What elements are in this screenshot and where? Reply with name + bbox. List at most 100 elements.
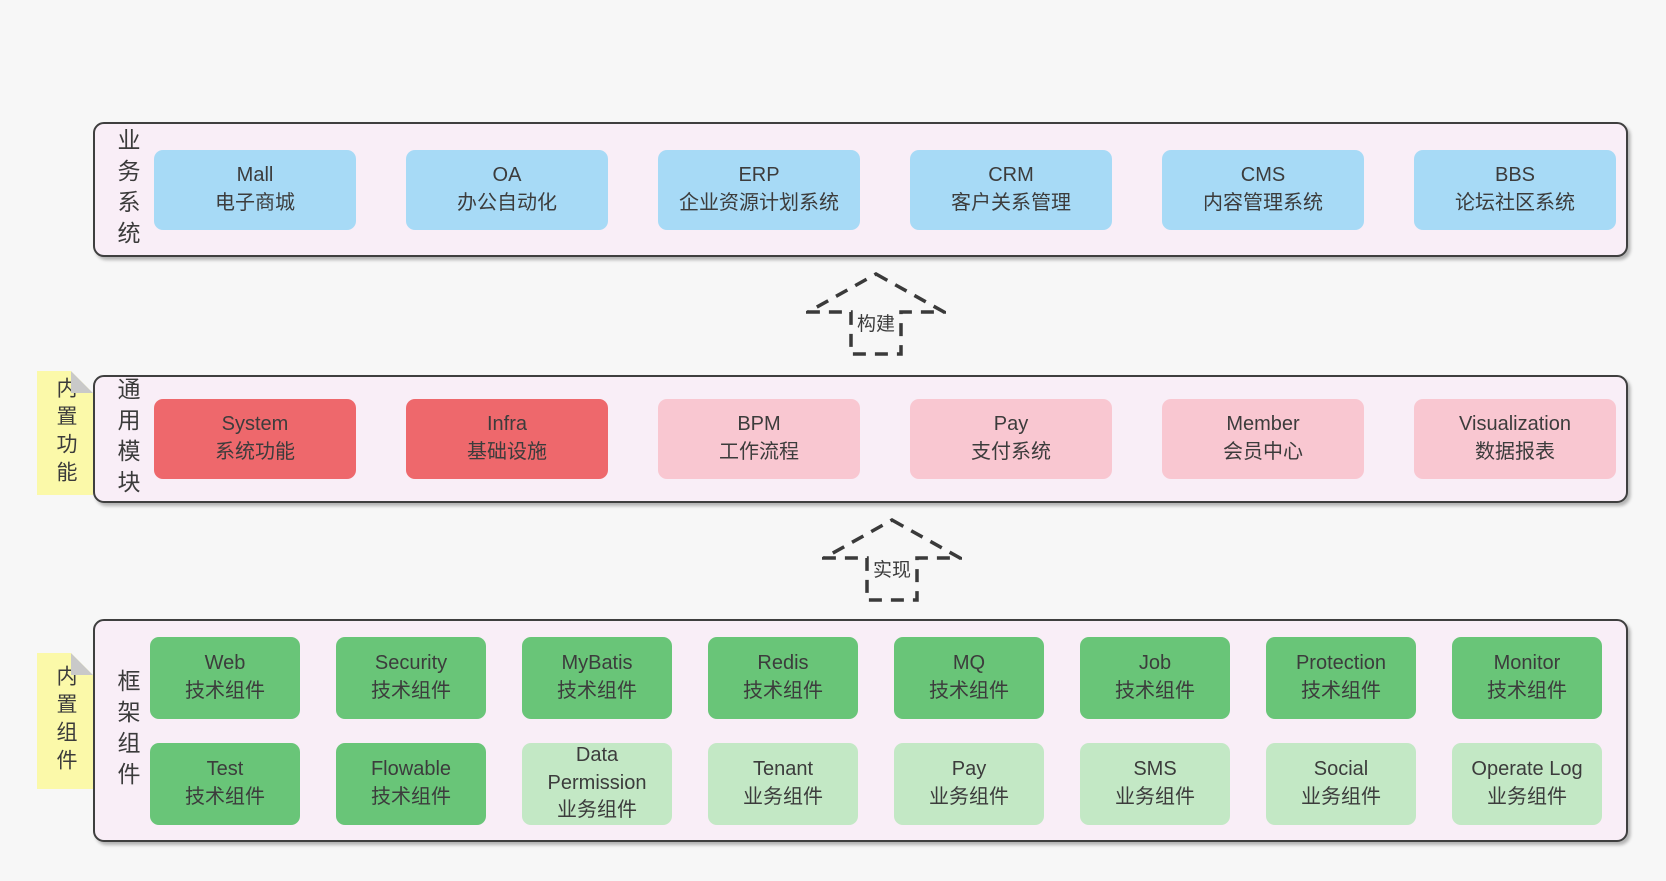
box-tenant: Tenant 业务组件 [708,742,858,825]
box-title: Pay [993,413,1029,436]
box-subtitle: 业务组件 [557,799,637,822]
box-member: Member 会员中心 [1162,399,1364,479]
box-visualization: Visualization 数据报表 [1414,399,1616,479]
box-subtitle: 支付系统 [971,441,1051,463]
box-title: MyBatis [561,651,633,674]
build-arrow: 构建 [806,272,946,356]
box-title: Member [1226,413,1300,436]
sticky-note-built-in-components: 内置组件 [37,653,93,789]
box-pay: Pay 支付系统 [910,399,1112,479]
box-infra: Infra 基础设施 [406,399,608,479]
panel-business-label: 业务系统 [114,127,140,252]
box-subtitle: 技术组件 [743,679,823,702]
box-subtitle: 技术组件 [1115,679,1195,702]
box-subtitle: 业务组件 [1301,785,1381,808]
box-title: Security [374,651,448,674]
box-mq: MQ 技术组件 [894,636,1044,719]
box-title: Mall [236,163,274,186]
box-subtitle: 技术组件 [185,679,265,702]
panel-common-modules: 通用模块 System 系统功能 Infra 基础设施 BPM 工作流程 Pay 支付系统 Me… [93,375,1628,503]
box-title: ERP [738,163,780,186]
box-sms: SMS 业务组件 [1080,742,1230,825]
up-arrow-icon [822,518,962,602]
box-subtitle: 技术组件 [1487,679,1567,702]
box-title: Social [1313,757,1369,780]
box-system: System 系统功能 [154,399,356,479]
folded-corner-icon [71,653,93,675]
box-subtitle: 办公自动化 [457,191,557,214]
box-title: Operate Log [1471,757,1583,780]
up-arrow-icon [806,272,946,356]
box-title: Pay [951,757,987,780]
box-subtitle: 业务组件 [743,785,823,808]
box-subtitle: 会员中心 [1223,441,1303,463]
box-title: System [221,413,289,436]
box-title: Tenant [752,757,814,780]
box-job: Job 技术组件 [1080,636,1230,719]
box-erp: ERP 企业资源计划系统 [658,149,860,230]
box-title: OA [492,163,522,186]
box-title: SMS [1133,757,1177,780]
box-subtitle: 技术组件 [371,785,451,808]
box-title: Protection [1295,651,1387,674]
box-subtitle: 技术组件 [371,679,451,702]
box-title: CMS [1240,163,1286,186]
box-subtitle: 技术组件 [185,785,265,808]
box-security: Security 技术组件 [336,636,486,719]
implement-arrow: 实现 [822,518,962,602]
box-subtitle: 系统功能 [215,441,295,463]
box-subtitle: 数据报表 [1475,441,1555,463]
box-subtitle: 技术组件 [1301,679,1381,702]
box-subtitle: 技术组件 [557,679,637,702]
box-bpm: BPM 工作流程 [658,399,860,479]
box-title: BBS [1494,163,1536,186]
box-mybatis: MyBatis 技术组件 [522,636,672,719]
box-subtitle: 工作流程 [719,441,799,463]
box-subtitle: 业务组件 [1115,785,1195,808]
modules-box-row: System 系统功能 Infra 基础设施 BPM 工作流程 Pay 支付系统 Member 会… [154,399,1626,479]
box-pay: Pay 业务组件 [894,742,1044,825]
panel-modules-label: 通用模块 [114,377,140,501]
folded-corner-icon [71,371,93,393]
box-subtitle: 基础设施 [467,441,547,463]
box-title: Infra [486,413,528,436]
box-title: Visualization [1459,413,1571,436]
box-subtitle: 企业资源计划系统 [679,191,839,214]
panel-modules-content: System 系统功能 Infra 基础设施 BPM 工作流程 Pay 支付系统 Member 会… [154,399,1626,479]
box-social: Social 业务组件 [1266,742,1416,825]
box-title: Monitor [1493,651,1561,674]
box-title: Test [206,757,244,780]
box-subtitle: 电子商城 [215,191,295,214]
panel-components-label: 框架组件 [114,668,140,793]
box-title: Web [204,651,246,674]
box-mall: Mall 电子商城 [154,149,356,230]
box-subtitle: 客户关系管理 [951,191,1071,214]
sticky-note-label: 内置功能 [54,377,77,489]
box-web: Web 技术组件 [150,636,300,719]
box-title: Redis [757,651,809,674]
box-oa: OA 办公自动化 [406,149,608,230]
box-subtitle: 技术组件 [929,679,1009,702]
box-subtitle: 业务组件 [929,785,1009,808]
box-test: Test 技术组件 [150,742,300,825]
box-title: Job [1138,651,1172,674]
box-redis: Redis 技术组件 [708,636,858,719]
box-title: MQ [952,651,986,674]
box-bbs: BBS 论坛社区系统 [1414,149,1616,230]
box-title: Flowable [370,757,452,780]
sticky-note-label: 内置组件 [54,665,77,777]
box-subtitle: 论坛社区系统 [1455,191,1575,214]
implement-arrow-label: 实现 [869,554,915,583]
sticky-note-built-in-features: 内置功能 [37,371,93,495]
box-protection: Protection 技术组件 [1266,636,1416,719]
box-title: BPM [737,413,781,436]
box-flowable: Flowable 技术组件 [336,742,486,825]
